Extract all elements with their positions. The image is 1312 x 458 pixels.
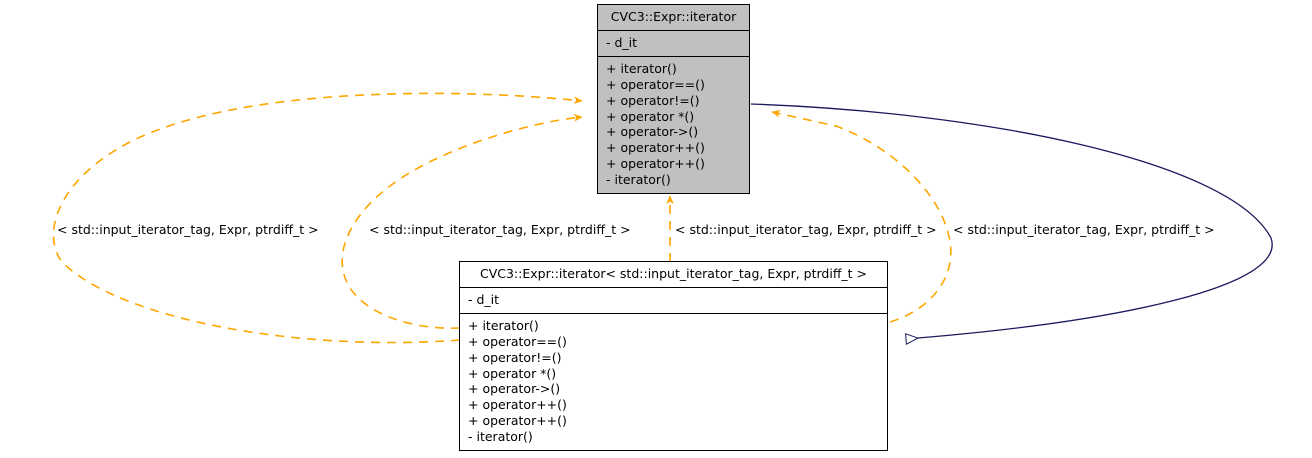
class-methods-derived: + iterator() + operator==() + operator!=… [460,314,887,451]
method-row: + operator->() [606,124,699,140]
instantiation-edge-left-inner [341,113,583,330]
instantiation-edge-right [771,109,952,323]
edge-label-template-args: < std::input_iterator_tag, Expr, ptrdiff… [369,222,631,237]
method-row: + operator++() [468,397,567,413]
method-row: + operator *() [468,365,557,381]
edge-label-template-args: < std::input_iterator_tag, Expr, ptrdiff… [953,222,1215,237]
method-row: + operator++() [606,140,705,156]
class-box-derived[interactable]: CVC3::Expr::iterator< std::input_iterato… [459,261,888,452]
class-box-base[interactable]: CVC3::Expr::iterator - d_it + iterator()… [597,4,750,195]
class-separator [598,55,749,57]
method-row: + iterator() [606,60,677,76]
class-separator [460,312,887,314]
method-row: + operator!=() [468,349,562,365]
method-row: + operator!=() [606,92,700,108]
edge-label-template-args: < std::input_iterator_tag, Expr, ptrdiff… [675,222,937,237]
method-row: + operator==() [468,333,567,349]
method-row: - iterator() [468,429,533,445]
method-row: + operator->() [468,381,561,397]
method-row: + operator==() [606,76,705,92]
attribute-row: - d_it [606,34,638,50]
method-row: + operator++() [606,156,705,172]
method-row: + iterator() [468,317,539,333]
edge-label-template-args: < std::input_iterator_tag, Expr, ptrdiff… [57,222,319,237]
method-row: + operator *() [606,108,695,124]
class-attributes-base: - d_it [598,31,749,56]
class-separator [460,286,887,288]
class-name-base: CVC3::Expr::iterator [610,9,737,24]
instantiation-edge-left-outer [52,92,583,344]
class-attributes-derived: - d_it [460,288,887,313]
class-name-derived: CVC3::Expr::iterator< std::input_iterato… [479,266,868,281]
attribute-row: - d_it [468,291,500,307]
method-row: - iterator() [606,172,671,188]
inheritance-edge [750,103,1273,339]
class-methods-base: + iterator() + operator==() + operator!=… [598,57,749,194]
method-row: + operator++() [468,413,567,429]
class-separator [598,29,749,31]
